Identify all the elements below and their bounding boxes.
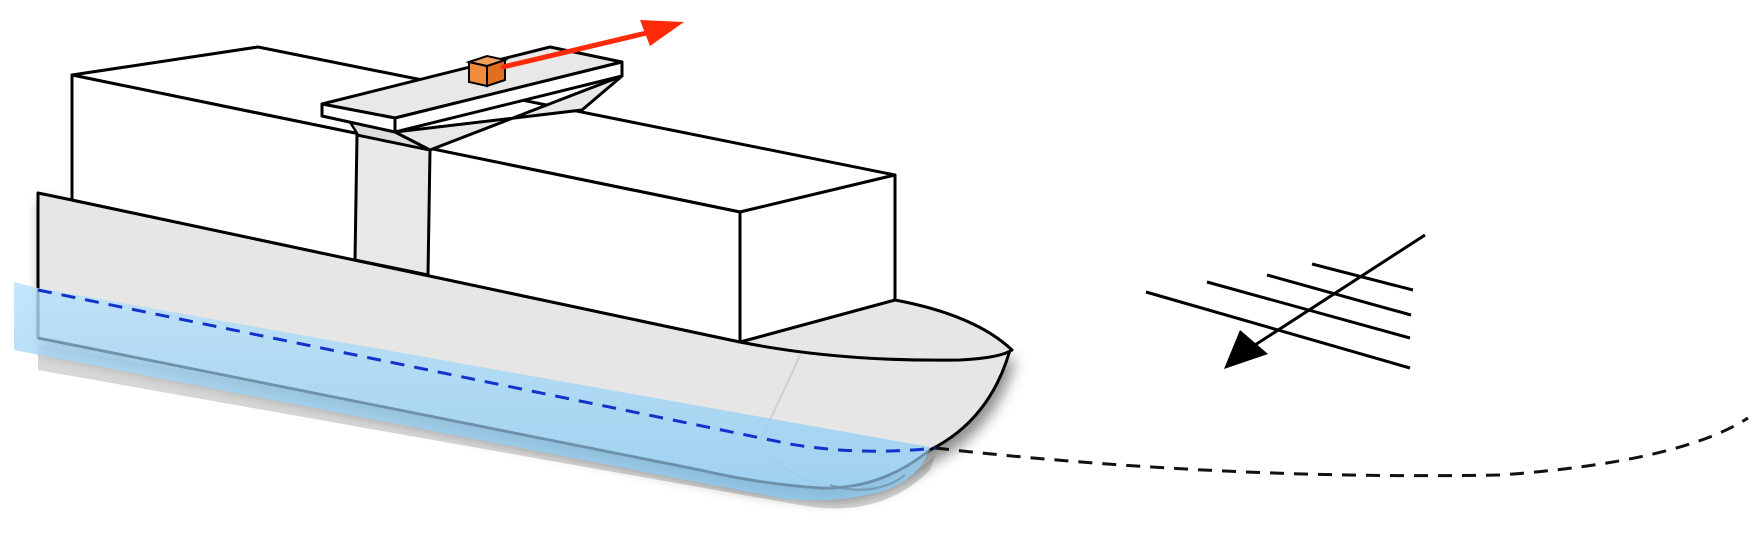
- container-ship-icon: [14, 191, 1014, 509]
- wave-front-icon: [1145, 233, 1426, 370]
- cargo-box-icon: [465, 54, 509, 88]
- water-region: [14, 282, 930, 501]
- wave-direction-shaft: [1254, 233, 1426, 347]
- wave-line-3: [1266, 273, 1412, 317]
- waterline-dashed: [37, 288, 936, 453]
- hull-keel-line: [829, 474, 906, 491]
- ship-bow-deck: [738, 298, 1014, 362]
- container-stack-end: [738, 173, 897, 344]
- crane-pedestal: [353, 133, 432, 277]
- cargo-box-top: [465, 54, 509, 68]
- wave-direction-arrowhead-icon: [1224, 330, 1268, 369]
- ship-wake-dashed: [934, 416, 1749, 478]
- load-motion-arrow-icon: [500, 20, 684, 70]
- hull-bottom-line: [37, 336, 931, 490]
- crane-jib-edge-long: [393, 60, 624, 134]
